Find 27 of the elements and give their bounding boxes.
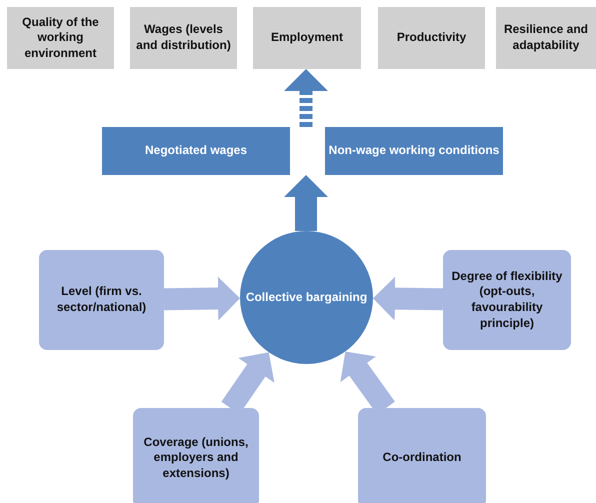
- node-label: Coverage (unions, employers and extensions): [142, 434, 250, 482]
- factor-box: [39, 250, 164, 350]
- factor-box: [133, 408, 259, 503]
- node-label: Co-ordination: [382, 450, 462, 466]
- block-arrow: [164, 276, 240, 321]
- node-label: Non-wage working conditions: [328, 143, 500, 159]
- outcome-box: [378, 7, 485, 69]
- block-arrow: [284, 175, 328, 231]
- hatched-block-arrow: [284, 69, 328, 127]
- factor-box: [443, 250, 571, 350]
- node-label: Resilience and adaptability: [502, 22, 590, 54]
- node-label: Quality of the working environment: [21, 14, 100, 62]
- node-label: Collective bargaining: [246, 290, 368, 306]
- factor-box: [358, 408, 486, 503]
- node-label: Wages (levels and distribution): [135, 22, 232, 54]
- node-label: Employment: [270, 30, 343, 46]
- block-arrow: [372, 276, 444, 321]
- outcome-channel-box: [102, 127, 290, 175]
- node-label: Productivity: [396, 30, 466, 46]
- node-label: Level (firm vs. sector/national): [56, 284, 148, 316]
- outcome-box: [7, 7, 114, 69]
- outcome-box: [130, 7, 237, 69]
- outcome-channel-box: [325, 127, 503, 175]
- outcome-box: [253, 7, 361, 69]
- node-label: Negotiated wages: [144, 143, 248, 159]
- outcome-box: [496, 7, 596, 69]
- node-label: Degree of flexibility (opt-outs, favourability principle): [450, 268, 564, 332]
